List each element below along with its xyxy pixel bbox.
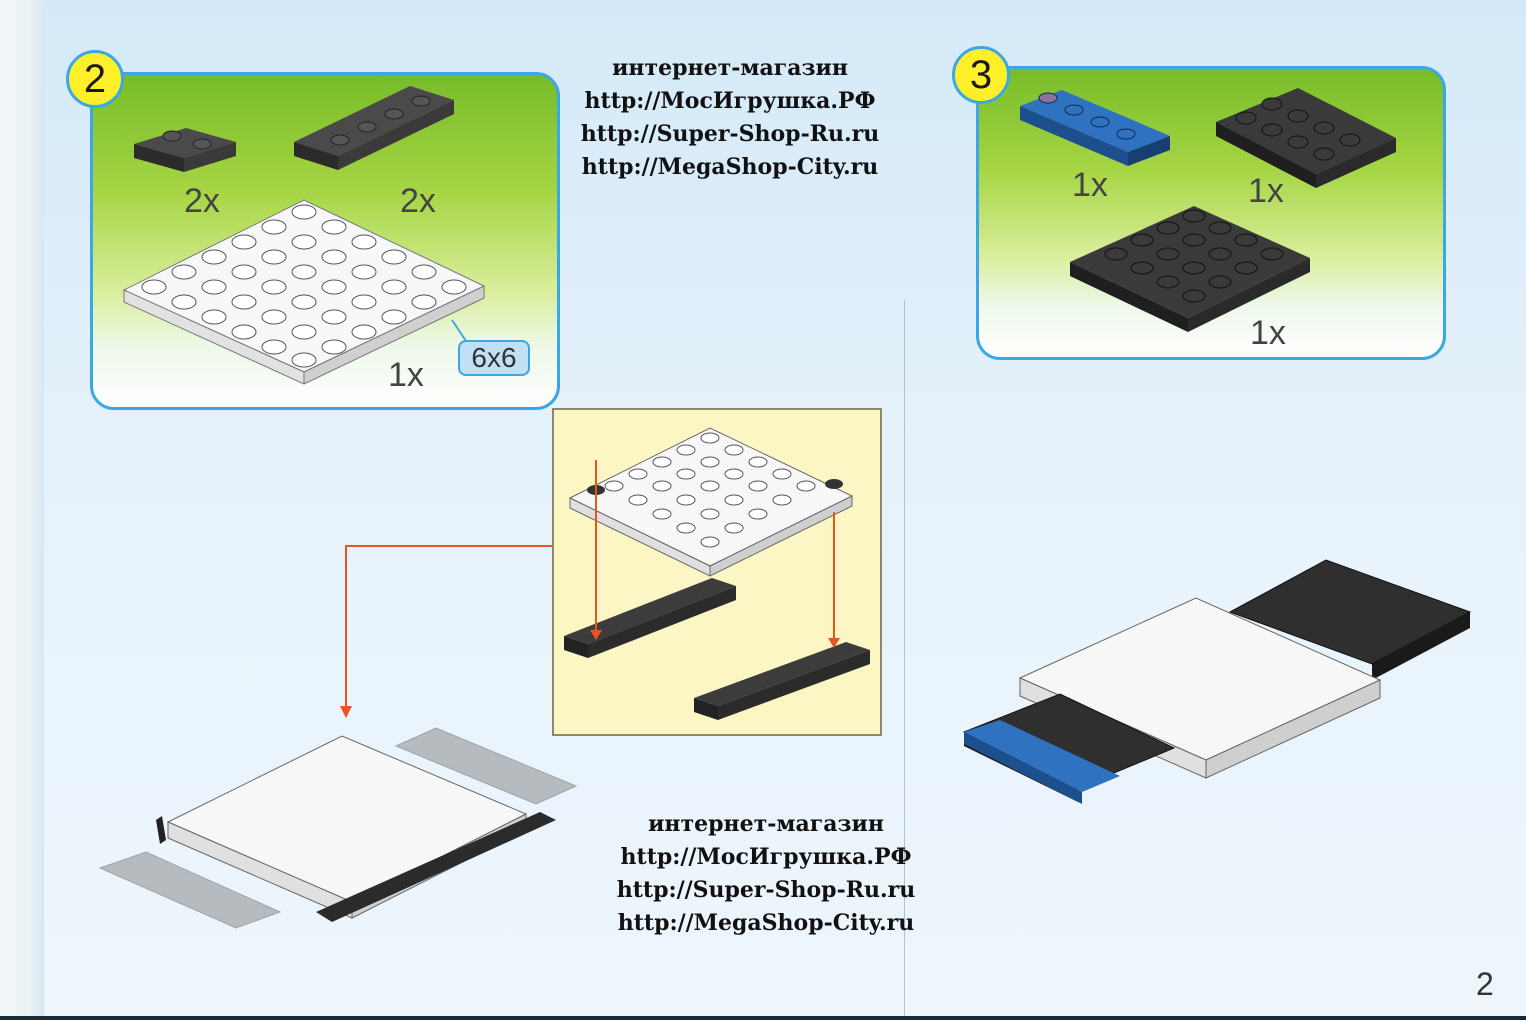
shop-ad-top-line-3[interactable]: http://Super-Shop-Ru.ru xyxy=(580,121,880,147)
shop-ad-bottom-line-4[interactable]: http://MegaShop-City.ru xyxy=(617,910,915,936)
page-number: 2 xyxy=(1476,966,1494,1002)
step-2-qty-rail-1x4: 2x xyxy=(400,182,436,220)
assembly-model-step-2 xyxy=(98,727,578,929)
shop-ad-top-line-2[interactable]: http://МосИгрушка.РФ xyxy=(584,88,876,114)
part-plate-6x6 xyxy=(122,199,486,385)
part-plate-4x4-black xyxy=(1070,206,1310,332)
part-plate-1x2-rail xyxy=(134,128,236,172)
center-fold-line xyxy=(904,300,905,1020)
shop-ad-top: интернет-магазин http://МосИгрушка.РФ ht… xyxy=(560,52,900,184)
assembly-model-step-3 xyxy=(962,559,1472,804)
shop-ad-top-line-4[interactable]: http://MegaShop-City.ru xyxy=(581,154,879,180)
step-2-badge: 2 xyxy=(66,50,124,108)
step-3-qty-black-2x4: 1x xyxy=(1248,172,1284,210)
shop-ad-bottom-line-3[interactable]: http://Super-Shop-Ru.ru xyxy=(616,877,916,903)
shop-ad-bottom-line-2[interactable]: http://МосИгрушка.РФ xyxy=(620,844,912,870)
step-2-qty-plate-6x6: 1x xyxy=(388,356,424,394)
shop-ad-top-line-1: интернет-магазин xyxy=(612,55,848,81)
shop-ad-bottom: интернет-магазин http://МосИгрушка.РФ ht… xyxy=(596,808,936,940)
scan-edge xyxy=(0,1016,1526,1020)
step-3-parts-illustration xyxy=(1020,88,1396,332)
page-gutter xyxy=(0,0,44,1020)
step-3-qty-blue-1x4: 1x xyxy=(1072,166,1108,204)
step-2-qty-rail-1x2: 2x xyxy=(184,182,220,220)
assembly-arrow xyxy=(340,545,552,718)
assembly-detail-illustration xyxy=(564,427,870,720)
part-plate-1x4-blue xyxy=(1020,90,1170,166)
step-3-badge: 3 xyxy=(952,46,1010,104)
step-3-qty-black-4x4: 1x xyxy=(1250,314,1286,352)
step-2-parts-illustration xyxy=(122,86,486,385)
part-plate-2x4-black xyxy=(1216,88,1396,188)
plate-size-tag: 6x6 xyxy=(458,340,530,376)
part-plate-1x4-rail xyxy=(294,86,454,170)
shop-ad-bottom-line-1: интернет-магазин xyxy=(648,811,884,837)
